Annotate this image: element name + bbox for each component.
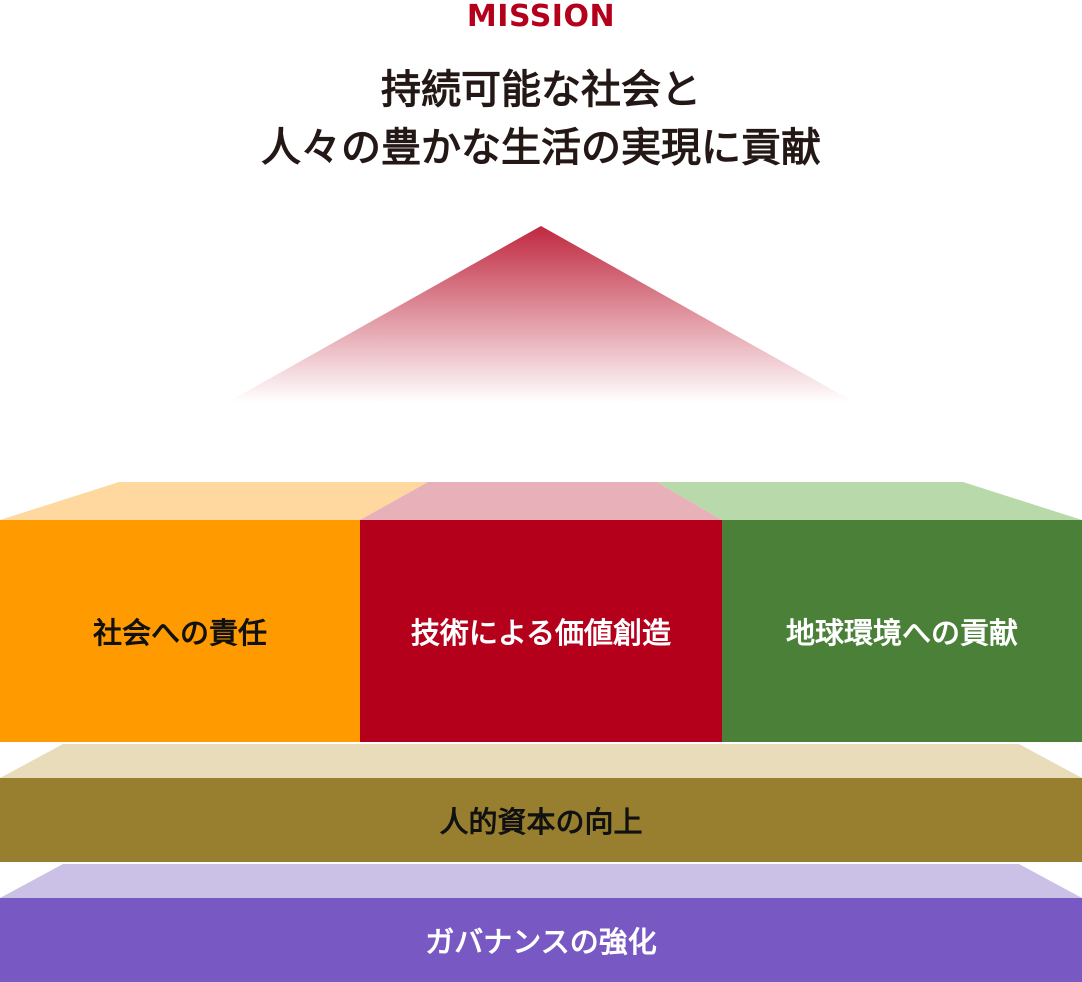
pillar-top-2 <box>360 482 722 520</box>
mission-title-line1: 持続可能な社会と <box>381 67 701 113</box>
pillar-2 <box>360 520 722 742</box>
pillar-label-technology-value: 技術による価値創造 <box>410 616 672 650</box>
foundation-1 <box>0 778 1082 862</box>
pillar-1 <box>0 520 360 742</box>
pillar-label-environment: 地球環境への貢献 <box>785 616 1018 650</box>
foundation-label-governance: ガバナンスの強化 <box>425 925 657 959</box>
foundation-top-2 <box>0 864 1082 898</box>
foundation-top-1 <box>0 744 1082 778</box>
pillar-3 <box>722 520 1082 742</box>
pillar-top-1 <box>0 482 428 520</box>
mission-title-line2: 人々の豊かな生活の実現に貢献 <box>261 125 821 171</box>
pillar-label-social-responsibility: 社会への責任 <box>92 616 267 650</box>
roof-triangle <box>228 226 854 402</box>
pillar-top-3 <box>657 482 1082 520</box>
foundation-2 <box>0 898 1082 982</box>
foundation-label-human-capital: 人的資本の向上 <box>439 805 643 839</box>
mission-heading: MISSION <box>466 0 616 34</box>
